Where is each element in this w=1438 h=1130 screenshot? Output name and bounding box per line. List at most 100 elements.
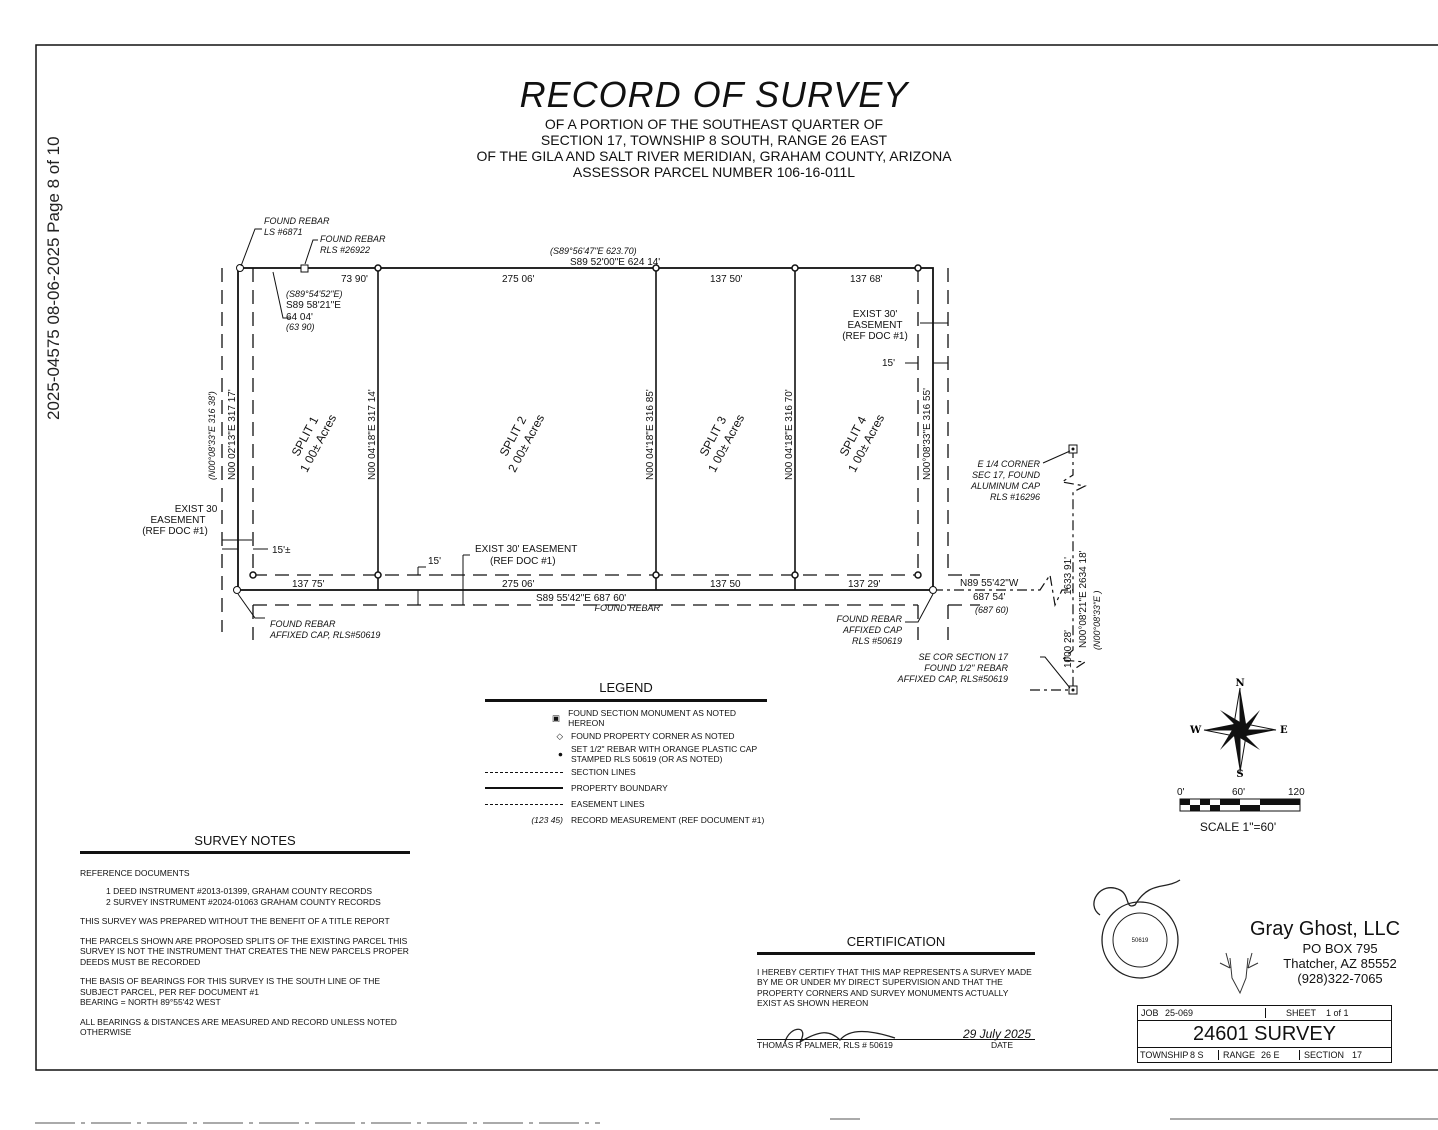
south-bearing: S89 55'42"E 687 60' — [536, 593, 626, 604]
property-boundary-icon — [485, 787, 571, 789]
survey-name: 24601 SURVEY — [1138, 1021, 1391, 1048]
notes-title: SURVEY NOTES — [80, 834, 410, 854]
compass-s: S — [1236, 769, 1243, 780]
split-1: SPLIT 1 1 00± Acres — [289, 412, 340, 474]
job-label: JOB — [1141, 1008, 1159, 1018]
page-title: RECORD OF SURVEY — [519, 74, 909, 115]
e-quarter-label: E 1/4 CORNER — [977, 459, 1040, 469]
sw-corner-label: FOUND REBAR — [270, 619, 336, 629]
sheet-label: SHEET — [1265, 1008, 1326, 1018]
set-rebar-icon: ● — [557, 749, 563, 759]
legend-item: SECTION LINES — [485, 764, 767, 780]
company-phone: (928)322-7065 — [1297, 971, 1383, 986]
notes-paragraph: ALL BEARINGS & DISTANCES ARE MEASURED AN… — [80, 1016, 397, 1038]
lot-line-dim: N00 04'18"E 316 70' — [784, 389, 795, 480]
east-easement-label: (REF DOC #1) — [842, 331, 908, 342]
legend-label: EASEMENT LINES — [571, 799, 645, 809]
legend-label: FOUND PROPERTY CORNER AS NOTED — [571, 731, 735, 741]
certification-title: CERTIFICATION — [757, 935, 1035, 955]
notes-paragraph: THE BASIS OF BEARINGS FOR THIS SURVEY IS… — [80, 976, 381, 997]
nw-segment-record: (S89°54'52"E) — [286, 289, 343, 299]
range-label: RANGE — [1218, 1050, 1261, 1060]
split-3: SPLIT 3 1 00± Acres — [697, 412, 748, 474]
sheet-border — [35, 44, 1438, 1071]
se-section-label: SE COR SECTION 17 — [918, 652, 1009, 662]
notes-ref: 2 SURVEY INSTRUMENT #2024-01063 GRAHAM C… — [106, 896, 381, 907]
west-record: (N00°08'33"E 316 38') — [207, 391, 217, 480]
lot-line-dim: N00 04'18"E 316 85' — [645, 389, 656, 480]
west-easement-label: EXIST 30 — [175, 504, 218, 515]
section-lines — [933, 448, 1087, 691]
legend-item: ▣FOUND SECTION MONUMENT AS NOTED HEREON — [485, 708, 767, 728]
title-block: JOB 25-069 SHEET 1 of 1 24601 SURVEY TOW… — [1137, 1005, 1392, 1063]
legend-item: EASEMENT LINES — [485, 796, 767, 812]
e-quarter-label: RLS #16296 — [990, 492, 1040, 502]
legend: LEGEND ▣FOUND SECTION MONUMENT AS NOTED … — [485, 680, 767, 828]
nw-segment-bearing: S89 58'21"E — [286, 300, 341, 311]
dim-north: 275 06' — [502, 274, 535, 285]
notes-ref-heading: REFERENCE DOCUMENTS — [80, 867, 190, 878]
section-record: (687 60) — [975, 605, 1009, 615]
section-upper-dist: 1633 91' — [1063, 557, 1074, 595]
subtitle-line: SECTION 17, TOWNSHIP 8 SOUTH, RANGE 26 E… — [540, 132, 888, 148]
range-value: 26 E — [1261, 1050, 1280, 1060]
found-rebar-marker — [300, 264, 309, 273]
job-number: 25-069 — [1165, 1008, 1194, 1018]
compass-e: E — [1280, 725, 1288, 736]
scale-tick: 120 — [1288, 787, 1305, 798]
property-boundary — [237, 267, 934, 591]
notes-paragraph: THE PARCELS SHOWN ARE PROPOSED SPLITS OF… — [80, 935, 409, 967]
plat-dimensions: S89 52'00"E 624 14' S89 58'21"E 64 04' 7… — [142, 257, 1089, 668]
section-bearing: N89 55'42"W — [960, 578, 1019, 589]
east-easement-label: EXIST 30' — [853, 309, 898, 320]
certification-text: I HEREBY CERTIFY THAT THIS MAP REPRESENT… — [757, 966, 1032, 1009]
legend-item: PROPERTY BOUNDARY — [485, 780, 767, 796]
signature-icon — [784, 1028, 896, 1043]
legend-label: PROPERTY BOUNDARY — [571, 783, 668, 793]
township-label: TOWNSHIP — [1140, 1050, 1189, 1060]
surveyor-seal: 50619 — [1093, 879, 1181, 979]
company-city: Thatcher, AZ 85552 — [1283, 956, 1397, 971]
dim-south: 137 50 — [710, 579, 741, 590]
se-section-label: AFFIXED CAP, RLS#50619 — [897, 674, 1008, 684]
section-line-icon — [485, 771, 571, 773]
monuments — [233, 264, 1078, 695]
se-corner-label: RLS #50619 — [852, 636, 902, 646]
date-label: DATE — [990, 1040, 1013, 1050]
e-quarter-label: SEC 17, FOUND — [972, 470, 1041, 480]
legend-label: FOUND SECTION MONUMENT AS NOTED HEREON — [568, 708, 737, 728]
found-rebar-marker — [236, 264, 244, 272]
e-quarter-label: ALUMINUM CAP — [970, 481, 1040, 491]
south-easement-label: (REF DOC #1) — [490, 556, 556, 567]
subtitle-line: OF A PORTION OF THE SOUTHEAST QUARTER OF — [544, 116, 884, 132]
easement-line-icon — [485, 803, 571, 805]
nw-corner-label: LS #6871 — [264, 227, 303, 237]
signer-name: THOMAS R PALMER, RLS # 50619 — [757, 1040, 893, 1050]
township-value: 8 S — [1190, 1050, 1204, 1060]
se-corner-label: AFFIXED CAP — [842, 625, 902, 635]
se-section-label: FOUND 1/2" REBAR — [924, 663, 1008, 673]
notes-paragraph: THIS SURVEY WAS PREPARED WITHOUT THE BEN… — [80, 916, 390, 926]
west-easement-label: (REF DOC #1) — [142, 526, 208, 537]
deer-logo-icon — [1219, 952, 1259, 995]
nw-corner-label: FOUND REBAR — [264, 216, 330, 226]
easement-lines — [221, 268, 980, 640]
south-easement-label: EXIST 30' EASEMENT — [475, 544, 577, 555]
leader-lines — [222, 228, 1071, 689]
se-corner-label: FOUND REBAR — [836, 614, 902, 624]
legend-label: RECORD MEASUREMENT (REF DOCUMENT #1) — [571, 815, 765, 825]
north-arrow-icon: N S E W — [1189, 678, 1288, 780]
scale-bar: 0' 60' 120 SCALE 1"=60' — [1177, 787, 1305, 834]
east-section-record: (N00°08'33"E ) — [1092, 590, 1102, 650]
dim-south: 137 29' — [848, 579, 881, 590]
compass-w: W — [1189, 725, 1202, 736]
signature-icon — [1093, 879, 1181, 916]
section-label: SECTION — [1299, 1050, 1352, 1060]
property-corner-icon: ◇ — [556, 730, 563, 741]
east-section-line: N00°08'21"E 2634 18' — [1078, 550, 1089, 648]
east-line-dim: N00°08'33"E 316 55' — [922, 388, 933, 480]
north-bearing: S89 52'00"E 624 14' — [570, 257, 660, 268]
dim-north: 73 90' — [341, 274, 368, 285]
dim-south: 275 06' — [502, 579, 535, 590]
